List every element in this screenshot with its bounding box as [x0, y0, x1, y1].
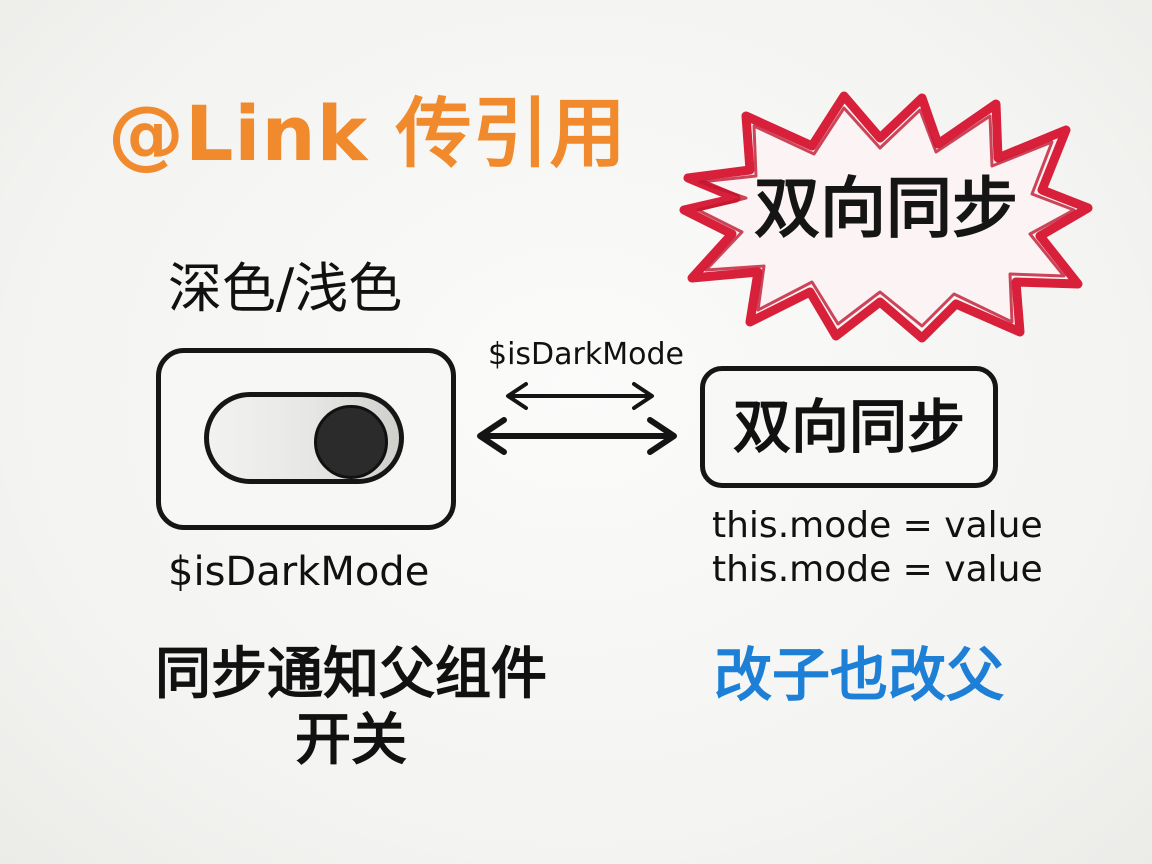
- toggle-knob[interactable]: [314, 405, 388, 479]
- starburst-inner-stroke: [696, 106, 1076, 328]
- starburst-shape: [679, 91, 1093, 343]
- code-line-1: this.mode = value: [712, 505, 1043, 546]
- notify-line-2: 开关: [295, 708, 407, 773]
- arrow-variable-label: $isDarkMode: [488, 337, 684, 372]
- bidirectional-arrows: [477, 382, 677, 455]
- code-line-2: this.mode = value: [712, 549, 1043, 590]
- child-updates-parent-label: 改子也改父: [714, 641, 1005, 709]
- sync-box: [700, 366, 998, 488]
- theme-mode-label: 深色/浅色: [168, 257, 403, 320]
- small-double-arrow: [506, 382, 654, 410]
- switch-variable-label: $isDarkMode: [168, 549, 430, 595]
- sync-box-label: 双向同步: [732, 393, 965, 461]
- page-title: @Link 传引用: [108, 89, 627, 178]
- large-double-arrow: [477, 417, 677, 455]
- notify-line-1: 同步通知父组件: [155, 642, 547, 707]
- starburst-label: 双向同步: [754, 170, 1018, 247]
- notify-parent-text: 同步通知父组件 开关: [136, 642, 566, 774]
- starburst-badge: [679, 91, 1093, 343]
